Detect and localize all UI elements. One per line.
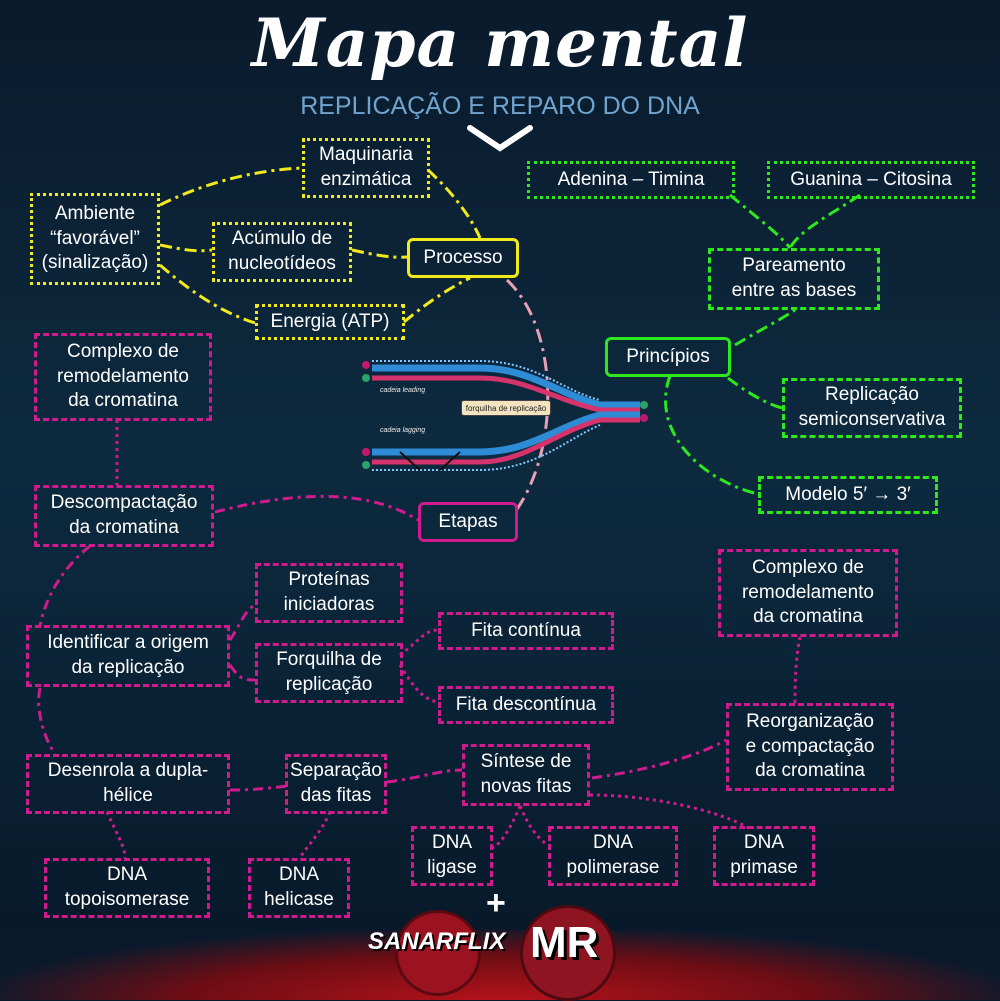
node-sintese: Síntese de novas fitas bbox=[462, 744, 590, 806]
node-processo: Processo bbox=[407, 238, 519, 278]
node-guanina: Guanina – Citosina bbox=[767, 161, 975, 199]
node-adenina: Adenina – Timina bbox=[527, 161, 735, 199]
node-principios: Princípios bbox=[605, 337, 731, 377]
page-subtitle: REPLICAÇÃO E REPARO DO DNA bbox=[300, 92, 700, 120]
node-desenrola: Desenrola a dupla- hélice bbox=[26, 754, 230, 814]
fork-label: forquilha de replicação bbox=[461, 400, 551, 416]
node-pareamento: Pareamento entre as bases bbox=[708, 248, 880, 310]
node-separacao: Separação das fitas bbox=[285, 754, 387, 814]
node-dna-topo: DNA topoisomerase bbox=[44, 858, 210, 918]
lagging-strand-label: cadeia lagging bbox=[380, 427, 425, 434]
node-fita-descontinua: Fita descontínua bbox=[438, 686, 614, 724]
node-acumulo: Acúmulo de nucleotídeos bbox=[212, 222, 352, 282]
node-etapas: Etapas bbox=[418, 502, 518, 542]
sanarflix-logo: SANARFLIX bbox=[368, 928, 506, 955]
node-replicacao-semi: Replicação semiconservativa bbox=[782, 378, 962, 438]
node-ambiente: Ambiente “favorável” (sinalização) bbox=[30, 193, 160, 285]
node-dna-polimerase: DNA polimerase bbox=[548, 826, 678, 886]
node-maquinaria: Maquinaria enzimática bbox=[302, 138, 430, 198]
sanar-badge bbox=[395, 910, 481, 996]
footer-band bbox=[0, 930, 1000, 1000]
node-proteinas: Proteínas iniciadoras bbox=[255, 563, 403, 623]
node-dna-ligase: DNA ligase bbox=[411, 826, 493, 886]
node-identificar: Identificar a origem da replicação bbox=[26, 625, 230, 687]
mr-badge bbox=[520, 905, 616, 1001]
node-reorganizacao: Reorganização e compactação da cromatina bbox=[726, 703, 894, 791]
node-fita-continua: Fita contínua bbox=[438, 612, 614, 650]
node-modelo: Modelo 5′ → 3′ bbox=[758, 476, 938, 514]
node-complexo-top: Complexo de remodelamento da cromatina bbox=[34, 333, 212, 421]
node-energia: Energia (ATP) bbox=[255, 304, 405, 340]
replication-fork-illustration: cadeia leading cadeia lagging bbox=[362, 360, 648, 471]
node-complexo-right: Complexo de remodelamento da cromatina bbox=[718, 549, 898, 637]
node-dna-primase: DNA primase bbox=[713, 826, 815, 886]
page-title: Mapa mental bbox=[251, 4, 749, 82]
chevron-down-icon bbox=[467, 125, 533, 152]
node-descompactacao: Descompactação da cromatina bbox=[34, 485, 214, 547]
node-dna-helicase: DNA helicase bbox=[248, 858, 350, 918]
mr-logo: MR bbox=[530, 918, 599, 967]
node-forquilha: Forquilha de replicação bbox=[255, 643, 403, 703]
leading-strand-label: cadeia leading bbox=[380, 387, 425, 394]
plus-icon: + bbox=[486, 884, 506, 922]
